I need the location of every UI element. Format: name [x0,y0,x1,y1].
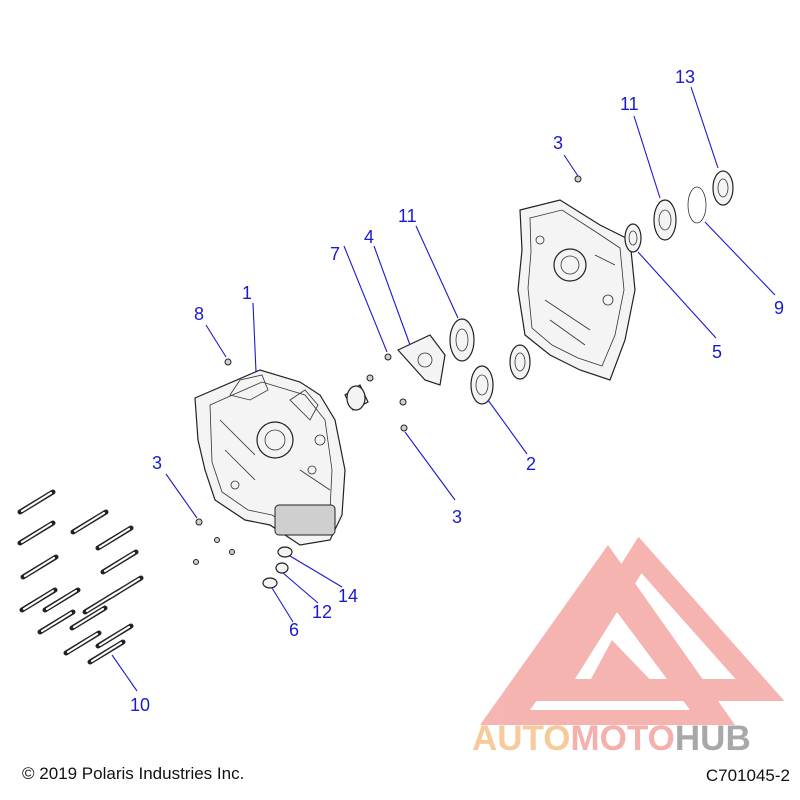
bearing-5 [624,223,642,253]
bearing-small [509,344,531,380]
gasket [397,334,446,386]
seal-13 [712,170,734,206]
watermark-moto: MOTO [571,719,675,758]
bolt-shank-overlay [20,491,141,663]
leader-lines [111,86,776,692]
watermark-auto: AUTO [472,719,571,758]
callout-13: 13 [675,67,695,87]
callout-12: 12 [312,602,332,622]
figure-code: C701045-2 [705,766,790,785]
watermark-wordmark: AUTOMOTOHUB [472,719,751,758]
callout-11-right: 11 [620,94,639,114]
callout-5: 5 [712,342,722,362]
callout-7: 7 [330,244,340,264]
callout-8: 8 [194,304,204,324]
callout-6: 6 [289,620,299,640]
watermark-hub: HUB [675,719,751,758]
left-crankcase [194,369,346,546]
right-crankcase [517,199,636,381]
callout-3-mid: 3 [452,507,462,527]
callout-10: 10 [130,695,150,715]
bearing-2 [470,365,494,405]
copyright-text: © 2019 Polaris Industries Inc. [22,764,245,783]
bolt-set [17,489,144,665]
callout-14: 14 [338,586,358,606]
bearing-11-left [449,318,475,362]
callout-labels: 1 2 3 3 3 4 5 6 7 8 9 10 11 11 12 13 14 [130,67,784,715]
retaining-ring-9 [687,186,707,224]
callout-3-left: 3 [152,453,162,473]
watermark-logo [480,536,785,725]
callout-4: 4 [364,227,374,247]
bushing [344,384,369,411]
callout-2: 2 [526,454,536,474]
small-fasteners [193,175,582,589]
bearing-11-right [653,199,677,241]
callout-3-top: 3 [553,133,563,153]
callout-1: 1 [242,283,252,303]
callout-11-left: 11 [398,206,417,226]
callout-9: 9 [774,298,784,318]
